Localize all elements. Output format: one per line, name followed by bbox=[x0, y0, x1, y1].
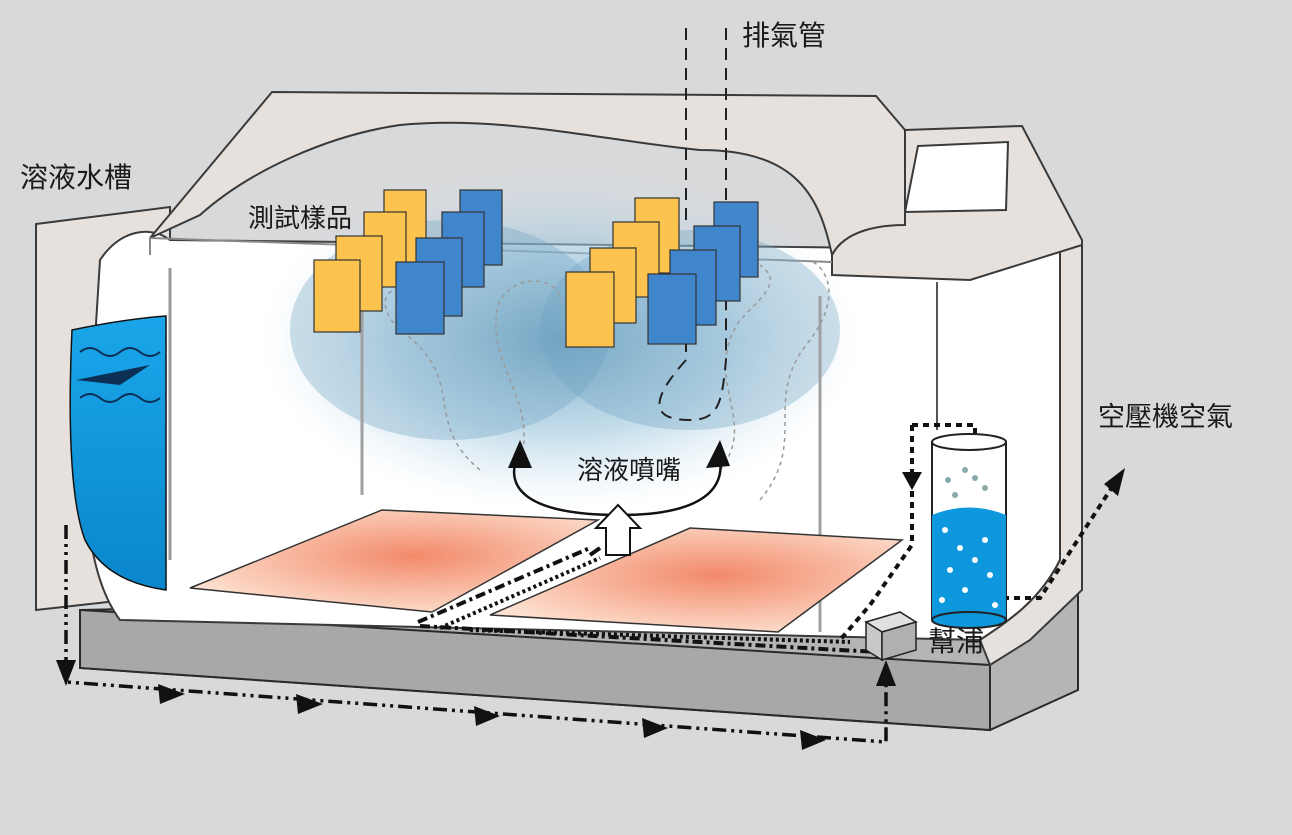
label-pump: 幫浦 bbox=[928, 625, 985, 658]
water-waves bbox=[76, 347, 161, 403]
sample-group-right bbox=[565, 197, 759, 348]
spray-arrow-right bbox=[706, 440, 730, 468]
air-arrow-down bbox=[902, 472, 922, 490]
spray-arrow-left bbox=[508, 440, 532, 468]
nozzle-arrow bbox=[593, 503, 643, 556]
label-solution-tank: 溶液水槽 bbox=[20, 161, 133, 194]
solution-feed-lines bbox=[417, 546, 881, 654]
label-exhaust-pipe: 排氣管 bbox=[742, 19, 827, 52]
chamber-lid bbox=[149, 90, 906, 256]
air-arrow-in bbox=[1104, 468, 1125, 496]
label-test-samples: 測試樣品 bbox=[248, 204, 353, 234]
pump-box bbox=[864, 611, 918, 662]
water-tank-liquid bbox=[69, 315, 167, 591]
saturation-tower bbox=[931, 433, 1007, 629]
return-line-arrows bbox=[56, 660, 896, 750]
control-screen bbox=[903, 140, 1010, 214]
label-spray-nozzle: 溶液噴嘴 bbox=[577, 456, 682, 486]
exhaust-pipe bbox=[658, 28, 727, 422]
heater-pad-left bbox=[189, 509, 601, 613]
base-front-face bbox=[79, 608, 991, 732]
right-shell-wall bbox=[978, 243, 1083, 667]
heater-pad-right bbox=[489, 527, 905, 633]
mist-flow-lines bbox=[384, 259, 830, 501]
sample-group-left bbox=[313, 189, 503, 335]
label-compressor-air: 空壓機空氣 bbox=[1098, 402, 1233, 433]
